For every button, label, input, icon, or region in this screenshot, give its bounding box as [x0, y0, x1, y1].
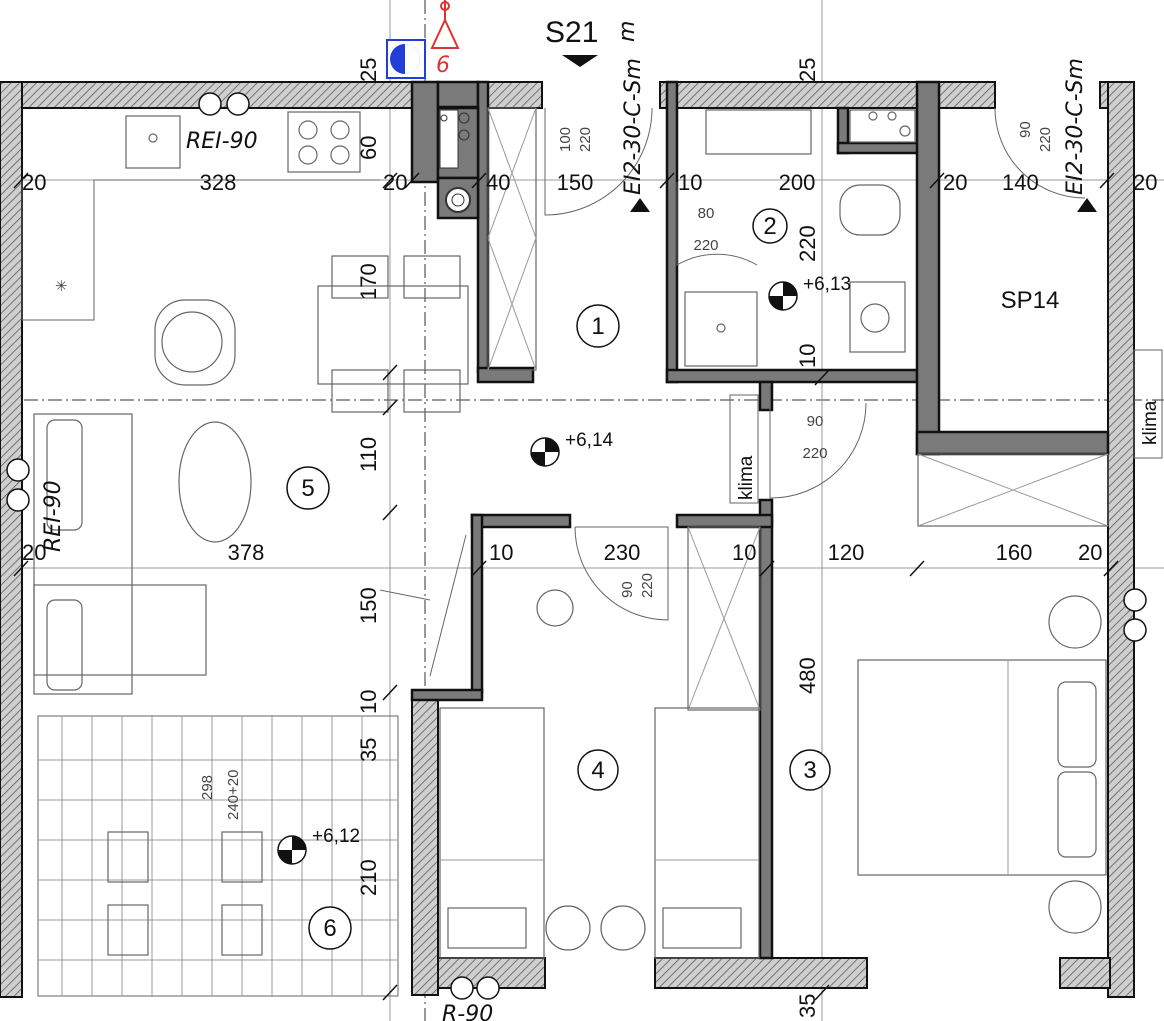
storage-label: SP14	[1001, 287, 1060, 314]
sofa	[33, 413, 252, 695]
klima-label: klima	[736, 455, 757, 500]
door-width: 100	[557, 127, 574, 152]
dimension: 328	[200, 170, 237, 195]
dimension: 378	[228, 540, 265, 565]
klima-label: klima	[1140, 400, 1161, 445]
door-height: 220	[693, 237, 718, 254]
dimension: 20	[383, 170, 407, 195]
level-label: +6,12	[312, 826, 360, 847]
dimension: 150	[557, 170, 594, 195]
dimension: 120	[828, 540, 865, 565]
dimension: 20	[1078, 540, 1102, 565]
balcony-grid	[37, 715, 399, 997]
door-height: 220	[577, 127, 594, 152]
dimension: 10	[356, 690, 381, 714]
dimension: 25	[356, 58, 381, 82]
room-number: 2	[763, 213, 776, 240]
door-rating-label: EI2-30-C-Sm	[621, 58, 646, 195]
dimension: 160	[996, 540, 1033, 565]
dimension-ticks	[13, 172, 1119, 1001]
door-triangle-icon	[630, 198, 650, 212]
room-number: 5	[301, 475, 314, 502]
fire-cabinet-icon	[386, 39, 426, 79]
dimension: 220	[795, 225, 820, 262]
section-arrow-icon	[562, 55, 598, 67]
room-markers	[286, 208, 831, 950]
window-width: 298	[199, 775, 216, 800]
dimension: 10	[489, 540, 513, 565]
klima-box	[729, 394, 759, 504]
hydrant-number: 6	[436, 53, 450, 78]
dimension: 25	[795, 58, 820, 82]
dimension: 210	[356, 859, 381, 896]
room-number: 6	[323, 915, 336, 942]
dimension: 20	[1133, 170, 1157, 195]
fire-rating-label: R-90	[442, 1002, 493, 1021]
fire-rating-label: REI-90	[186, 129, 258, 154]
dimension: 10	[795, 344, 820, 368]
dimension: 40	[486, 170, 510, 195]
bathroom-fixtures	[684, 109, 916, 367]
dimension: 170	[356, 263, 381, 300]
level-label: +6,13	[803, 274, 851, 295]
dimension: 200	[779, 170, 816, 195]
dimension: 10	[678, 170, 702, 195]
room-number: 4	[591, 757, 604, 784]
dimension: 230	[604, 540, 641, 565]
fire-rating-label: REI-90	[41, 480, 66, 552]
wardrobe	[487, 107, 1109, 711]
dining-table	[154, 255, 469, 413]
dimension: 110	[356, 437, 381, 472]
dimension: 20	[943, 170, 967, 195]
installation-shaft	[439, 109, 471, 213]
interior-walls	[410, 80, 1110, 960]
dimension: 140	[1002, 170, 1039, 195]
klima-box	[1133, 349, 1163, 459]
kitchen-counter: ✳	[21, 111, 380, 321]
room-number: 1	[591, 313, 604, 340]
section-label: S21	[545, 16, 598, 49]
level-marker-icons	[277, 281, 798, 865]
hydrant-icon	[430, 0, 460, 49]
door-width: 80	[698, 205, 715, 222]
dimension: 480	[795, 657, 820, 694]
section-suffix: m	[615, 21, 640, 42]
dimension: 10	[732, 540, 756, 565]
door-height: 220	[802, 445, 827, 462]
dimension: 35	[356, 738, 381, 762]
window-height: 240+20	[225, 770, 242, 820]
door-triangle-icon	[1077, 198, 1097, 212]
door-swings	[379, 107, 1086, 677]
dimension: 20	[22, 170, 46, 195]
level-label: +6,14	[565, 430, 614, 451]
door-rating-label: EI2-30-C-Sm	[1063, 58, 1088, 195]
door-height: 220	[639, 573, 656, 598]
door-width: 90	[619, 581, 636, 598]
double-bed	[857, 595, 1107, 934]
dimension: 35	[795, 994, 820, 1018]
door-height: 220	[1037, 127, 1054, 152]
dimension: 60	[356, 136, 381, 160]
beds-room-4	[439, 589, 760, 959]
room-number: 3	[803, 757, 816, 784]
door-width: 90	[807, 413, 824, 430]
asterisk-icon: ✳	[55, 278, 68, 295]
exterior-walls	[0, 81, 1135, 998]
dimension: 150	[356, 587, 381, 624]
fire-rating-symbol-icon	[6, 92, 1147, 1000]
dimension: 20	[22, 540, 46, 565]
door-width: 90	[1017, 121, 1034, 138]
